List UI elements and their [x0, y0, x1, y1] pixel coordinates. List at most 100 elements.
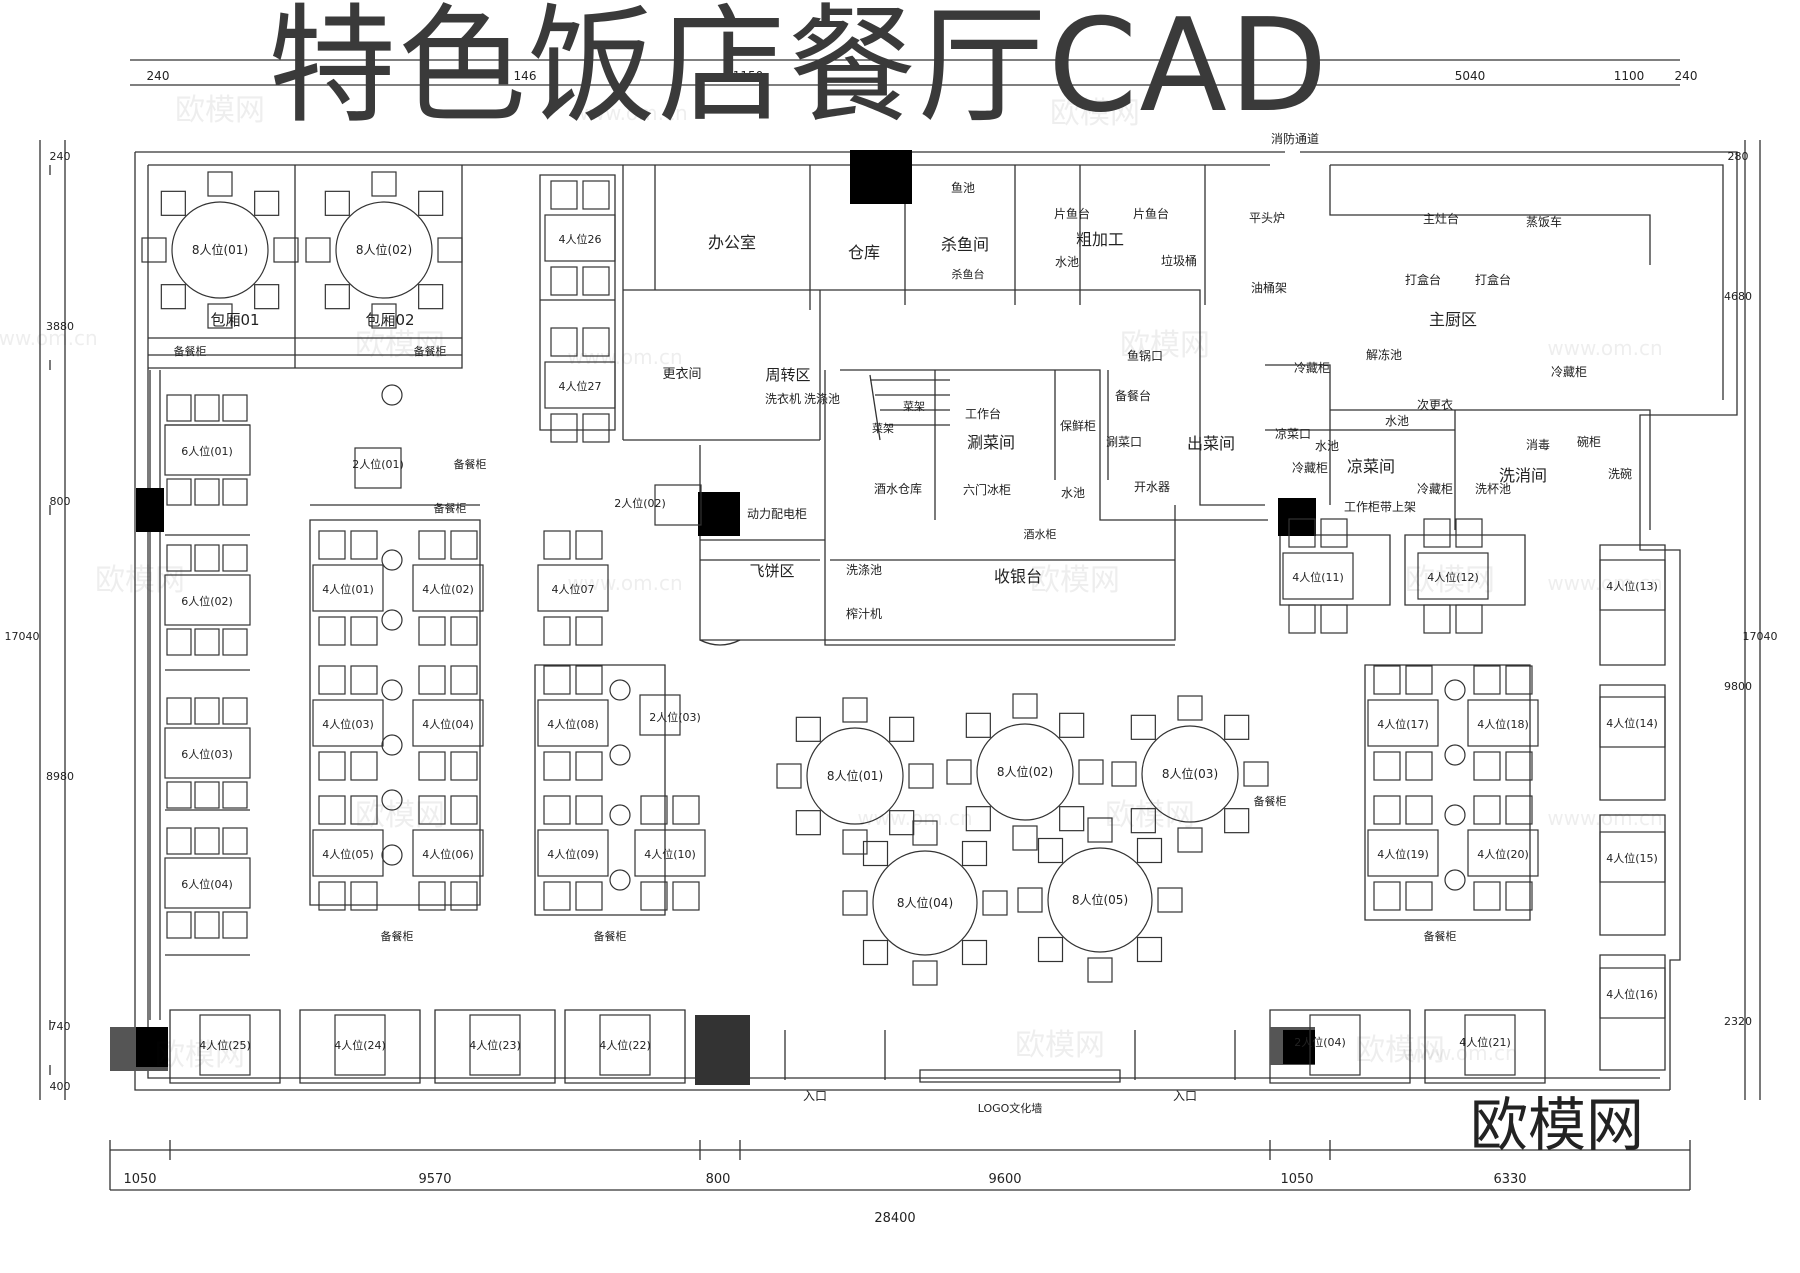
- chair: [450, 751, 478, 781]
- dining-table: [1467, 699, 1539, 747]
- dining-table: [354, 447, 402, 489]
- dimension-label: 17040: [1743, 630, 1778, 643]
- dimension-label: 146: [514, 69, 537, 83]
- cabinet-label: 备餐柜: [174, 344, 207, 358]
- chair: [1136, 837, 1163, 864]
- chair: [194, 628, 220, 656]
- dimension-label: 280: [1728, 150, 1749, 163]
- room-label: 打盒台: [1405, 272, 1441, 287]
- dining-table: [1464, 1014, 1516, 1076]
- chair: [254, 284, 280, 310]
- chair: [381, 844, 403, 866]
- room-label: 冷藏柜: [1294, 361, 1330, 375]
- dimension-label: 1050: [1280, 1172, 1313, 1187]
- dimension-label: 740: [50, 1020, 71, 1033]
- table-label: 4人位26: [559, 232, 602, 246]
- room-label: 水池: [1385, 414, 1409, 428]
- dining-table: [412, 699, 484, 747]
- chair: [640, 795, 668, 825]
- room-label: 粗加工: [1076, 230, 1124, 249]
- dining-table: [654, 484, 702, 526]
- chair: [1444, 679, 1466, 701]
- chair: [609, 804, 631, 826]
- chair: [305, 237, 331, 263]
- room-label: 包厢02: [365, 311, 414, 329]
- dimension-label: 800: [50, 495, 71, 508]
- table-label: 4人位(10): [644, 847, 696, 861]
- chair: [450, 881, 478, 911]
- table-label: 4人位(21): [1459, 1035, 1511, 1049]
- chair: [371, 303, 397, 329]
- room-label: 鱼池: [951, 181, 975, 195]
- cabinet-label: 备餐柜: [381, 929, 414, 943]
- chair: [842, 890, 868, 916]
- chair: [222, 781, 248, 809]
- room-label: 油桶架: [1251, 280, 1287, 295]
- chair: [318, 665, 346, 695]
- chair: [381, 789, 403, 811]
- table-label: 4人位(22): [599, 1038, 651, 1052]
- dining-table: [1467, 829, 1539, 877]
- table-label: 2人位(04): [1294, 1035, 1346, 1049]
- dimension-label: 240: [147, 69, 170, 83]
- dining-table: [1417, 552, 1489, 600]
- chair: [1037, 936, 1064, 963]
- chair: [961, 840, 988, 867]
- dimension-label: 6330: [1493, 1172, 1526, 1187]
- chair: [1087, 817, 1113, 843]
- chair: [575, 795, 603, 825]
- room-label: 涮菜口: [1106, 435, 1142, 449]
- dining-table: [164, 424, 251, 476]
- dimension-label: 1050: [123, 1172, 156, 1187]
- chair: [381, 549, 403, 571]
- table-label: 4人位(14): [1606, 716, 1658, 730]
- watermark-url: www.om.cn: [572, 101, 687, 125]
- dining-table: [599, 1014, 651, 1076]
- room-label: 碗柜: [1577, 434, 1601, 449]
- chair: [1320, 604, 1348, 634]
- chair: [672, 881, 700, 911]
- watermark-url: www.om.cn: [0, 326, 98, 350]
- chair: [1078, 759, 1104, 785]
- room-label: 酒水柜: [1024, 528, 1057, 541]
- room-label: 打盒台: [1475, 272, 1511, 287]
- dining-table: [199, 1014, 251, 1076]
- dining-table: [544, 214, 616, 262]
- room-label: 工作柜带上架: [1344, 500, 1416, 514]
- round-table: [171, 201, 269, 299]
- chair: [160, 284, 186, 310]
- chair: [381, 384, 403, 406]
- watermark-url: www.om.cn: [567, 345, 682, 369]
- chair: [1130, 808, 1156, 834]
- brand-watermark-text: 欧模网: [1470, 1091, 1645, 1159]
- watermark-url: www.om.cn: [1547, 806, 1662, 830]
- room-label: 杀鱼间: [941, 235, 989, 254]
- room-label: 保鲜柜: [1060, 419, 1096, 433]
- table-label: 4人位(06): [422, 847, 474, 861]
- chair: [961, 939, 988, 966]
- dimension-label: 240: [50, 150, 71, 163]
- chair: [965, 806, 991, 832]
- chair: [776, 763, 802, 789]
- room-label: 次更衣: [1417, 397, 1453, 412]
- chair: [324, 190, 350, 216]
- chair: [1111, 761, 1137, 787]
- chair: [1177, 695, 1203, 721]
- dimension-label: 9570: [418, 1172, 451, 1187]
- chair: [273, 237, 299, 263]
- room-label: 洗碗: [1608, 466, 1632, 481]
- room-label: 冷藏柜: [1417, 482, 1453, 496]
- chair: [1455, 518, 1483, 548]
- room-label: 消毒: [1526, 438, 1550, 452]
- dining-table: [312, 829, 384, 877]
- table-label: 8人位(02): [356, 242, 412, 257]
- chair: [350, 881, 378, 911]
- chair: [318, 881, 346, 911]
- table-label: 8人位(03): [1162, 766, 1218, 781]
- round-table: [335, 201, 433, 299]
- table-label: 4人位(24): [334, 1038, 386, 1052]
- dining-table: [1599, 696, 1666, 748]
- chair: [222, 827, 248, 855]
- chair: [862, 939, 889, 966]
- cabinet-label: 备餐柜: [1254, 794, 1287, 808]
